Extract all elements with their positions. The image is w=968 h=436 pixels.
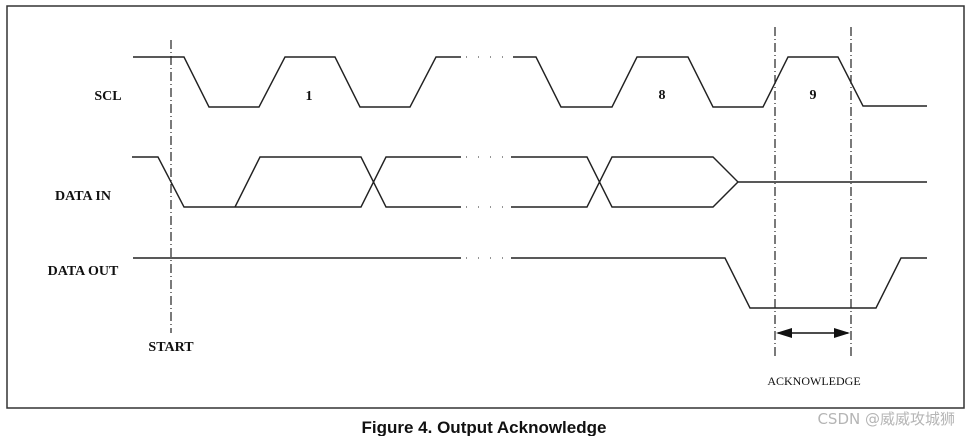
clock-label-8: 8 (659, 88, 666, 103)
clock-label-9: 9 (810, 88, 817, 103)
data-in-label: DATA IN (55, 189, 111, 204)
scl-waveform-left (133, 56, 461, 108)
acknowledge-label: ACKNOWLEDGE (767, 374, 860, 388)
data-out-waveform-right (511, 257, 927, 309)
clock-label-1: 1 (306, 89, 313, 104)
diagram-frame (6, 5, 965, 409)
watermark: CSDN @威威攻城狮 (817, 410, 955, 428)
data-in-waveform-c (511, 156, 927, 208)
data-in-waveform-b (234, 156, 461, 208)
figure-caption: Figure 4. Output Acknowledge (362, 418, 607, 436)
data-out-label: DATA OUT (48, 264, 119, 279)
acknowledge-arrow-right-head-icon (834, 328, 850, 338)
scl-label: SCL (94, 89, 121, 104)
data-in-waveform-a (132, 156, 461, 208)
start-label: START (148, 340, 194, 355)
acknowledge-arrow-left-head-icon (776, 328, 792, 338)
data-in-waveform-d (511, 156, 739, 208)
scl-waveform-right (513, 56, 927, 108)
